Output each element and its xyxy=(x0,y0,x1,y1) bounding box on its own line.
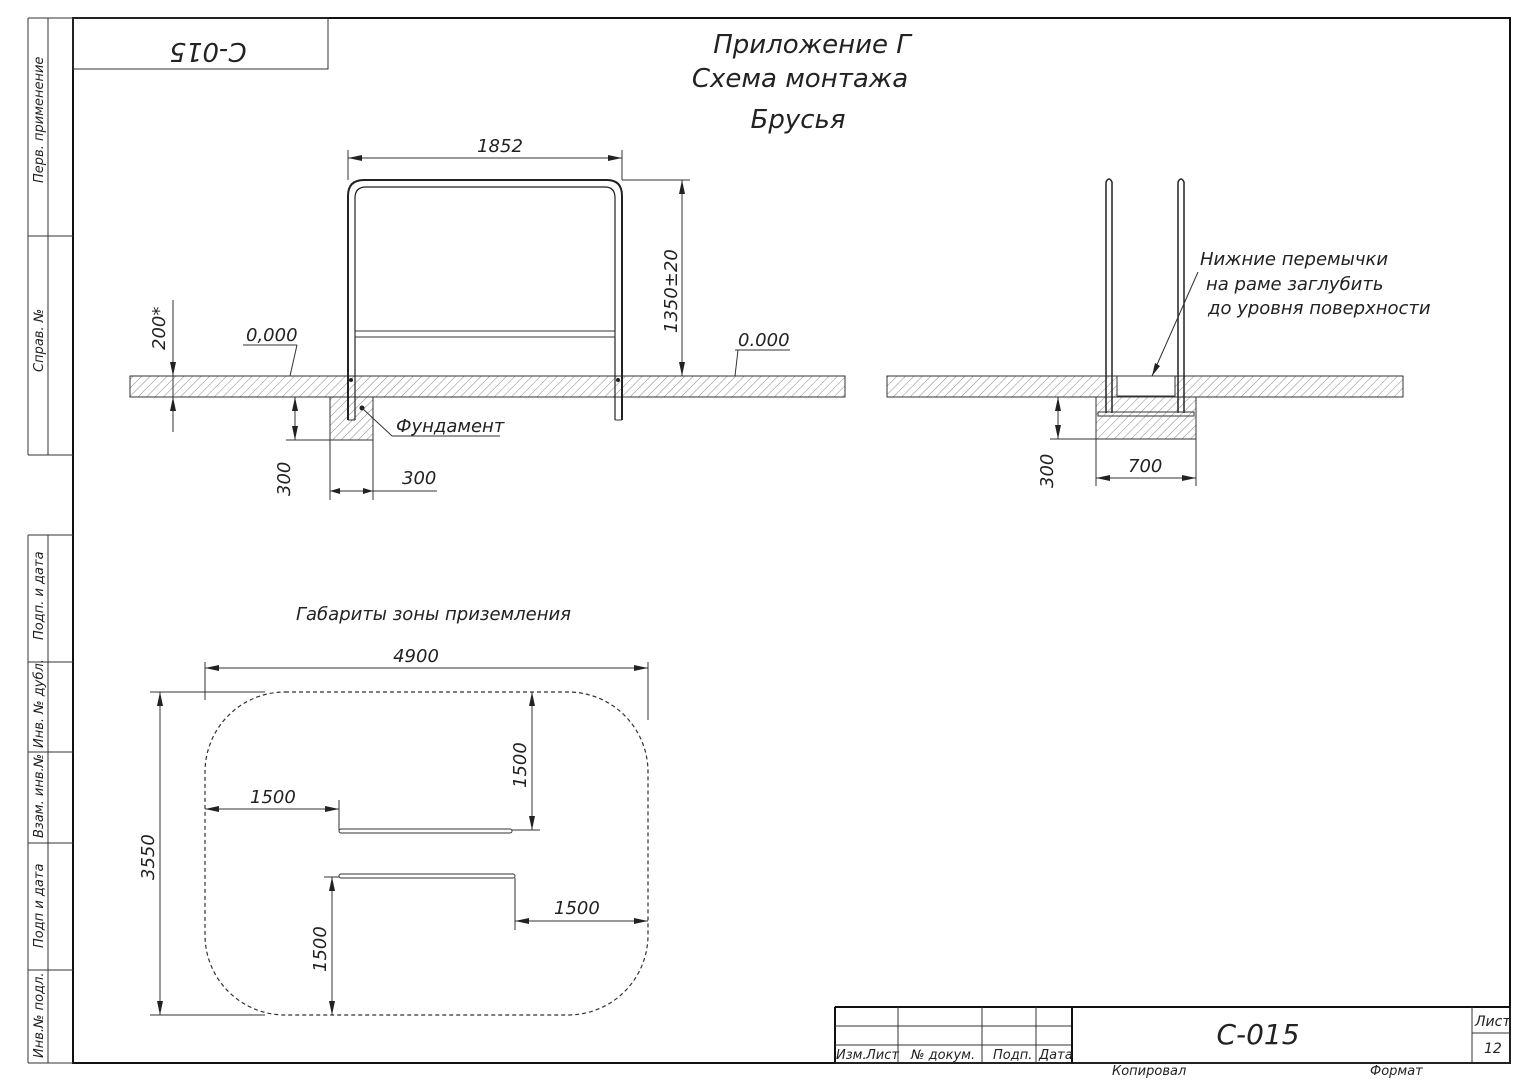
side-view: Нижние перемычки на раме заглубить до ур… xyxy=(886,178,1431,488)
format-label: Формат xyxy=(1370,1064,1423,1079)
note-line-1: Нижние перемычки xyxy=(1200,249,1388,270)
title-line-2: Схема монтажа xyxy=(692,64,908,94)
foundation-block xyxy=(329,396,374,441)
foundation-label: Фундамент xyxy=(396,416,505,437)
sheet-label: Лист xyxy=(1474,1014,1511,1030)
landing-title: Габариты зоны приземления xyxy=(296,604,571,625)
post-side-right xyxy=(1177,178,1185,413)
title-block: Изм. Лист № докум. Подп. Дата C-015 Лист… xyxy=(834,1006,1511,1079)
front-view: 1852 1350±20 200* 0,000 0.000 Фундамент … xyxy=(129,136,846,500)
level-left: 0,000 xyxy=(246,325,298,346)
col-list: Лист xyxy=(865,1048,899,1063)
designation: C-015 xyxy=(1216,1018,1299,1051)
ground-front xyxy=(129,375,846,398)
code-stamp: C-015 xyxy=(169,36,246,66)
col-date: Дата xyxy=(1038,1048,1073,1063)
col-izm: Изм. xyxy=(836,1048,867,1063)
foundation-side xyxy=(1095,396,1197,440)
dim-top-right: 1500 xyxy=(510,742,531,788)
dim-top-left: 1500 xyxy=(250,787,296,808)
bar-frame-outer xyxy=(347,179,623,420)
title-line-1: Приложение Г xyxy=(713,30,913,60)
dim-bottom-right: 1500 xyxy=(554,898,600,919)
dim-side-width: 700 xyxy=(1128,456,1162,477)
dim-found-width: 300 xyxy=(402,468,436,489)
dim-zone-width: 4900 xyxy=(393,646,439,667)
bar-frame-inner xyxy=(354,186,616,420)
col-doc: № докум. xyxy=(910,1048,975,1063)
side-label-podp-data: Подп. и дата xyxy=(32,551,47,640)
level-right: 0.000 xyxy=(738,330,790,351)
crossbar-front xyxy=(354,330,616,338)
side-label-sprav: Справ. № xyxy=(32,309,47,372)
side-label-perv: Перв. применение xyxy=(32,57,47,183)
code-stamp-box xyxy=(72,17,329,70)
post-side-left xyxy=(1105,178,1113,413)
col-podp: Подп. xyxy=(993,1048,1032,1063)
dim-side-depth: 300 xyxy=(1037,454,1058,488)
landing-zone-outline xyxy=(204,691,649,1016)
title-line-3: Брусья xyxy=(751,105,846,135)
dim-zone-height: 3550 xyxy=(138,834,159,880)
bar-bottom xyxy=(338,873,516,879)
sheet-frame xyxy=(72,17,1511,1064)
side-label-podp-data-2: Подп и дата xyxy=(32,864,47,948)
side-label-vzam-inv: Взам. инв.№ xyxy=(32,754,47,838)
side-label-inv-dubl: Инв. № дубл. xyxy=(32,659,47,748)
sheet-number: 12 xyxy=(1484,1041,1502,1057)
dim-found-depth: 300 xyxy=(274,462,295,496)
bar-top xyxy=(338,828,513,834)
copied-label: Копировал xyxy=(1112,1064,1186,1079)
side-label-inv-podl: Инв.№ подл. xyxy=(32,972,47,1058)
note-line-2: на раме заглубить xyxy=(1206,274,1383,295)
dim-depth-above: 200* xyxy=(149,307,170,350)
landing-zone: Габариты зоны приземления 4900 3550 1500… xyxy=(138,604,649,1016)
dim-bottom-left: 1500 xyxy=(310,926,331,972)
bottom-plate xyxy=(1097,411,1195,417)
dim-width: 1852 xyxy=(477,136,523,157)
dim-height: 1350±20 xyxy=(661,249,682,333)
note-line-3: до уровня поверхности xyxy=(1207,298,1431,319)
